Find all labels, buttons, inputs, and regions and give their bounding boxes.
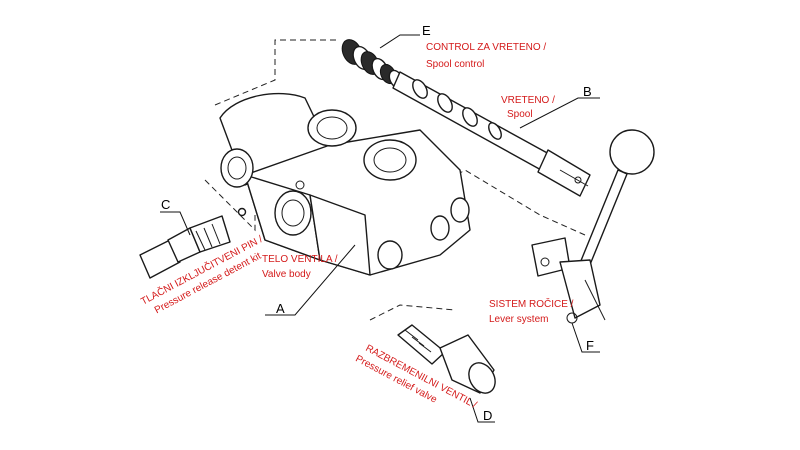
letter-d: D [483, 408, 492, 423]
label-e-line1: CONTROL ZA VRETENO / [426, 42, 546, 53]
label-e-line2: Spool control [426, 59, 484, 70]
label-a-line1: TELO VENTILA / [262, 254, 338, 265]
label-b-line1: VRETENO / [501, 95, 555, 106]
spool-control-part [341, 39, 404, 89]
letter-f: F [586, 338, 594, 353]
letter-a: A [276, 301, 285, 316]
label-f-line2: Lever system [489, 314, 548, 325]
relief-valve-part [397, 324, 496, 394]
detent-kit-part [139, 207, 247, 279]
label-a: TELO VENTILA / Valve body [262, 254, 338, 280]
label-b-line2: Spool [507, 109, 533, 120]
label-e: CONTROL ZA VRETENO / Spool control [426, 42, 546, 70]
leader-lines [160, 34, 600, 423]
letter-c: C [161, 197, 170, 212]
part-letters: E B C A D F [161, 23, 594, 423]
valve-body-part [219, 92, 471, 276]
label-a-line2: Valve body [262, 269, 311, 280]
lever-system-part [531, 129, 655, 324]
letter-b: B [583, 84, 592, 99]
label-b: VRETENO / Spool [501, 95, 555, 120]
label-f: SISTEM ROČICE / Lever system [489, 297, 574, 325]
letter-e: E [422, 23, 431, 38]
label-f-line1: SISTEM ROČICE / [489, 297, 574, 310]
spool-part [392, 71, 591, 197]
